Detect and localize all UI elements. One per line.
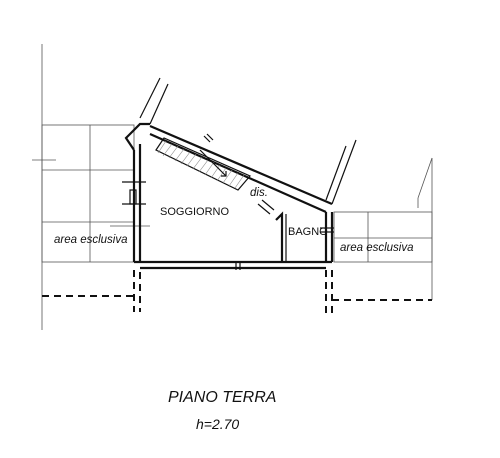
left-wall-openings bbox=[122, 181, 146, 205]
landing-label: dis. bbox=[250, 187, 268, 199]
bathroom-label: BAGNO bbox=[288, 226, 328, 238]
living-room-label: SOGGIORNO bbox=[160, 206, 230, 218]
plan-title: PIANO TERRA bbox=[168, 389, 276, 406]
left-area-label: area esclusiva bbox=[54, 234, 128, 246]
bathroom-partition bbox=[257, 199, 334, 262]
staircase bbox=[155, 133, 251, 191]
building-walls bbox=[124, 77, 357, 270]
right-area-label: area esclusiva bbox=[340, 242, 414, 254]
ceiling-height-label: h=2.70 bbox=[196, 416, 239, 432]
dashed-projections bbox=[42, 270, 432, 318]
boundary-lines bbox=[41, 44, 433, 330]
right-exclusive-area bbox=[333, 211, 433, 263]
